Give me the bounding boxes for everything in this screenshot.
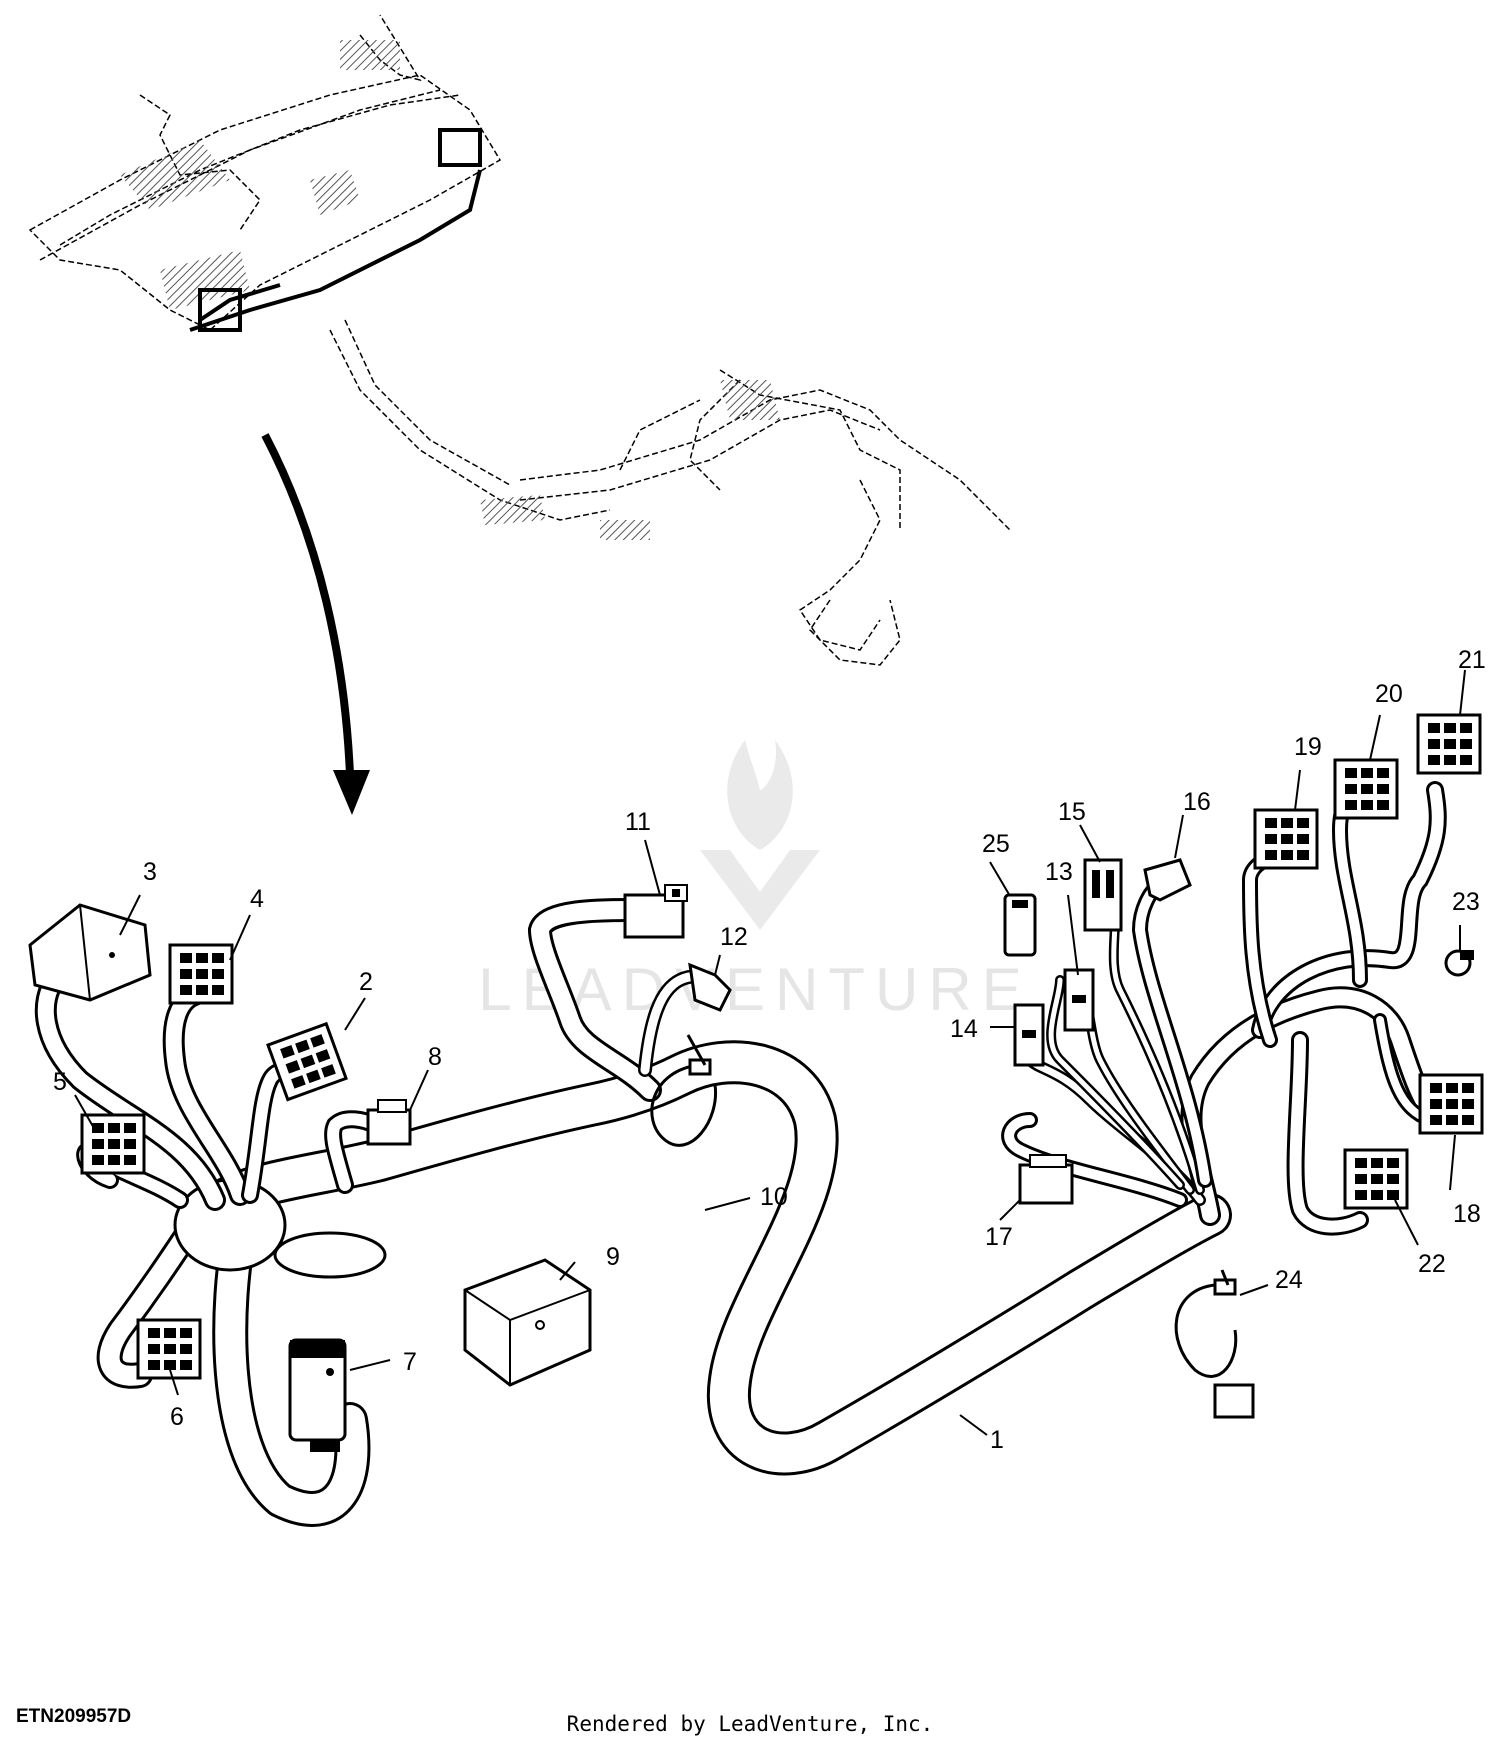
callout-18: 18 — [1453, 1200, 1481, 1228]
callout-19: 19 — [1294, 733, 1322, 761]
locator-hatching — [120, 40, 780, 540]
callout-9: 9 — [606, 1243, 620, 1271]
connector-6 — [136, 1318, 202, 1380]
connector-3 — [28, 903, 152, 1002]
connector-17 — [1018, 1154, 1074, 1205]
connector-8 — [366, 1099, 412, 1146]
curved-arrow — [261, 433, 370, 815]
callout-25: 25 — [982, 830, 1010, 858]
callout-3: 3 — [143, 858, 157, 886]
connector-12 — [688, 962, 732, 1012]
callout-10: 10 — [760, 1183, 788, 1211]
connector-2 — [266, 1022, 348, 1102]
callout-8: 8 — [428, 1043, 442, 1071]
callout-14: 14 — [950, 1015, 978, 1043]
callout-17: 17 — [985, 1223, 1013, 1251]
callout-1: 1 — [990, 1426, 1004, 1454]
locator-view — [28, 14, 1011, 666]
callout-11: 11 — [625, 808, 651, 836]
callout-labels: 1 2 3 4 5 6 7 8 9 10 11 12 13 14 15 16 1… — [53, 646, 1486, 1454]
callout-5: 5 — [53, 1068, 67, 1096]
document-id: ETN209957D — [16, 1706, 132, 1727]
connector-15 — [1083, 858, 1123, 932]
callout-12: 12 — [720, 923, 748, 951]
callout-21: 21 — [1458, 646, 1486, 674]
callout-22: 22 — [1418, 1250, 1446, 1278]
callout-23: 23 — [1452, 888, 1480, 916]
main-harness-trunk — [96, 1040, 1232, 1527]
callout-24: 24 — [1275, 1266, 1303, 1294]
callout-6: 6 — [170, 1403, 184, 1431]
connector-21 — [1416, 713, 1482, 775]
connector-19 — [1253, 808, 1319, 870]
connector-7 — [288, 1338, 347, 1452]
render-credit: Rendered by LeadVenture, Inc. — [566, 1712, 934, 1736]
highlighted-harness-location — [189, 128, 482, 332]
callout-7: 7 — [403, 1348, 417, 1376]
connector-13 — [1063, 968, 1095, 1032]
connector-25 — [1003, 893, 1037, 957]
connector-18 — [1418, 1073, 1484, 1135]
connector-14 — [1013, 1003, 1045, 1067]
box-9 — [463, 1258, 592, 1387]
callout-4: 4 — [250, 885, 264, 913]
callout-20: 20 — [1375, 680, 1403, 708]
callout-16: 16 — [1183, 788, 1211, 816]
connector-11 — [623, 884, 688, 939]
callout-13: 13 — [1045, 858, 1073, 886]
connector-16 — [1143, 858, 1192, 902]
clip-23 — [1444, 949, 1474, 977]
callout-15: 15 — [1058, 798, 1086, 826]
connector-4 — [168, 943, 234, 1005]
connector-22 — [1343, 1148, 1409, 1210]
tie-strap-10 — [650, 1034, 718, 1147]
tie-strap-24 — [1174, 1269, 1255, 1419]
leader-lines — [74, 669, 1466, 1436]
callout-2: 2 — [359, 968, 373, 996]
connector-20 — [1333, 758, 1399, 820]
